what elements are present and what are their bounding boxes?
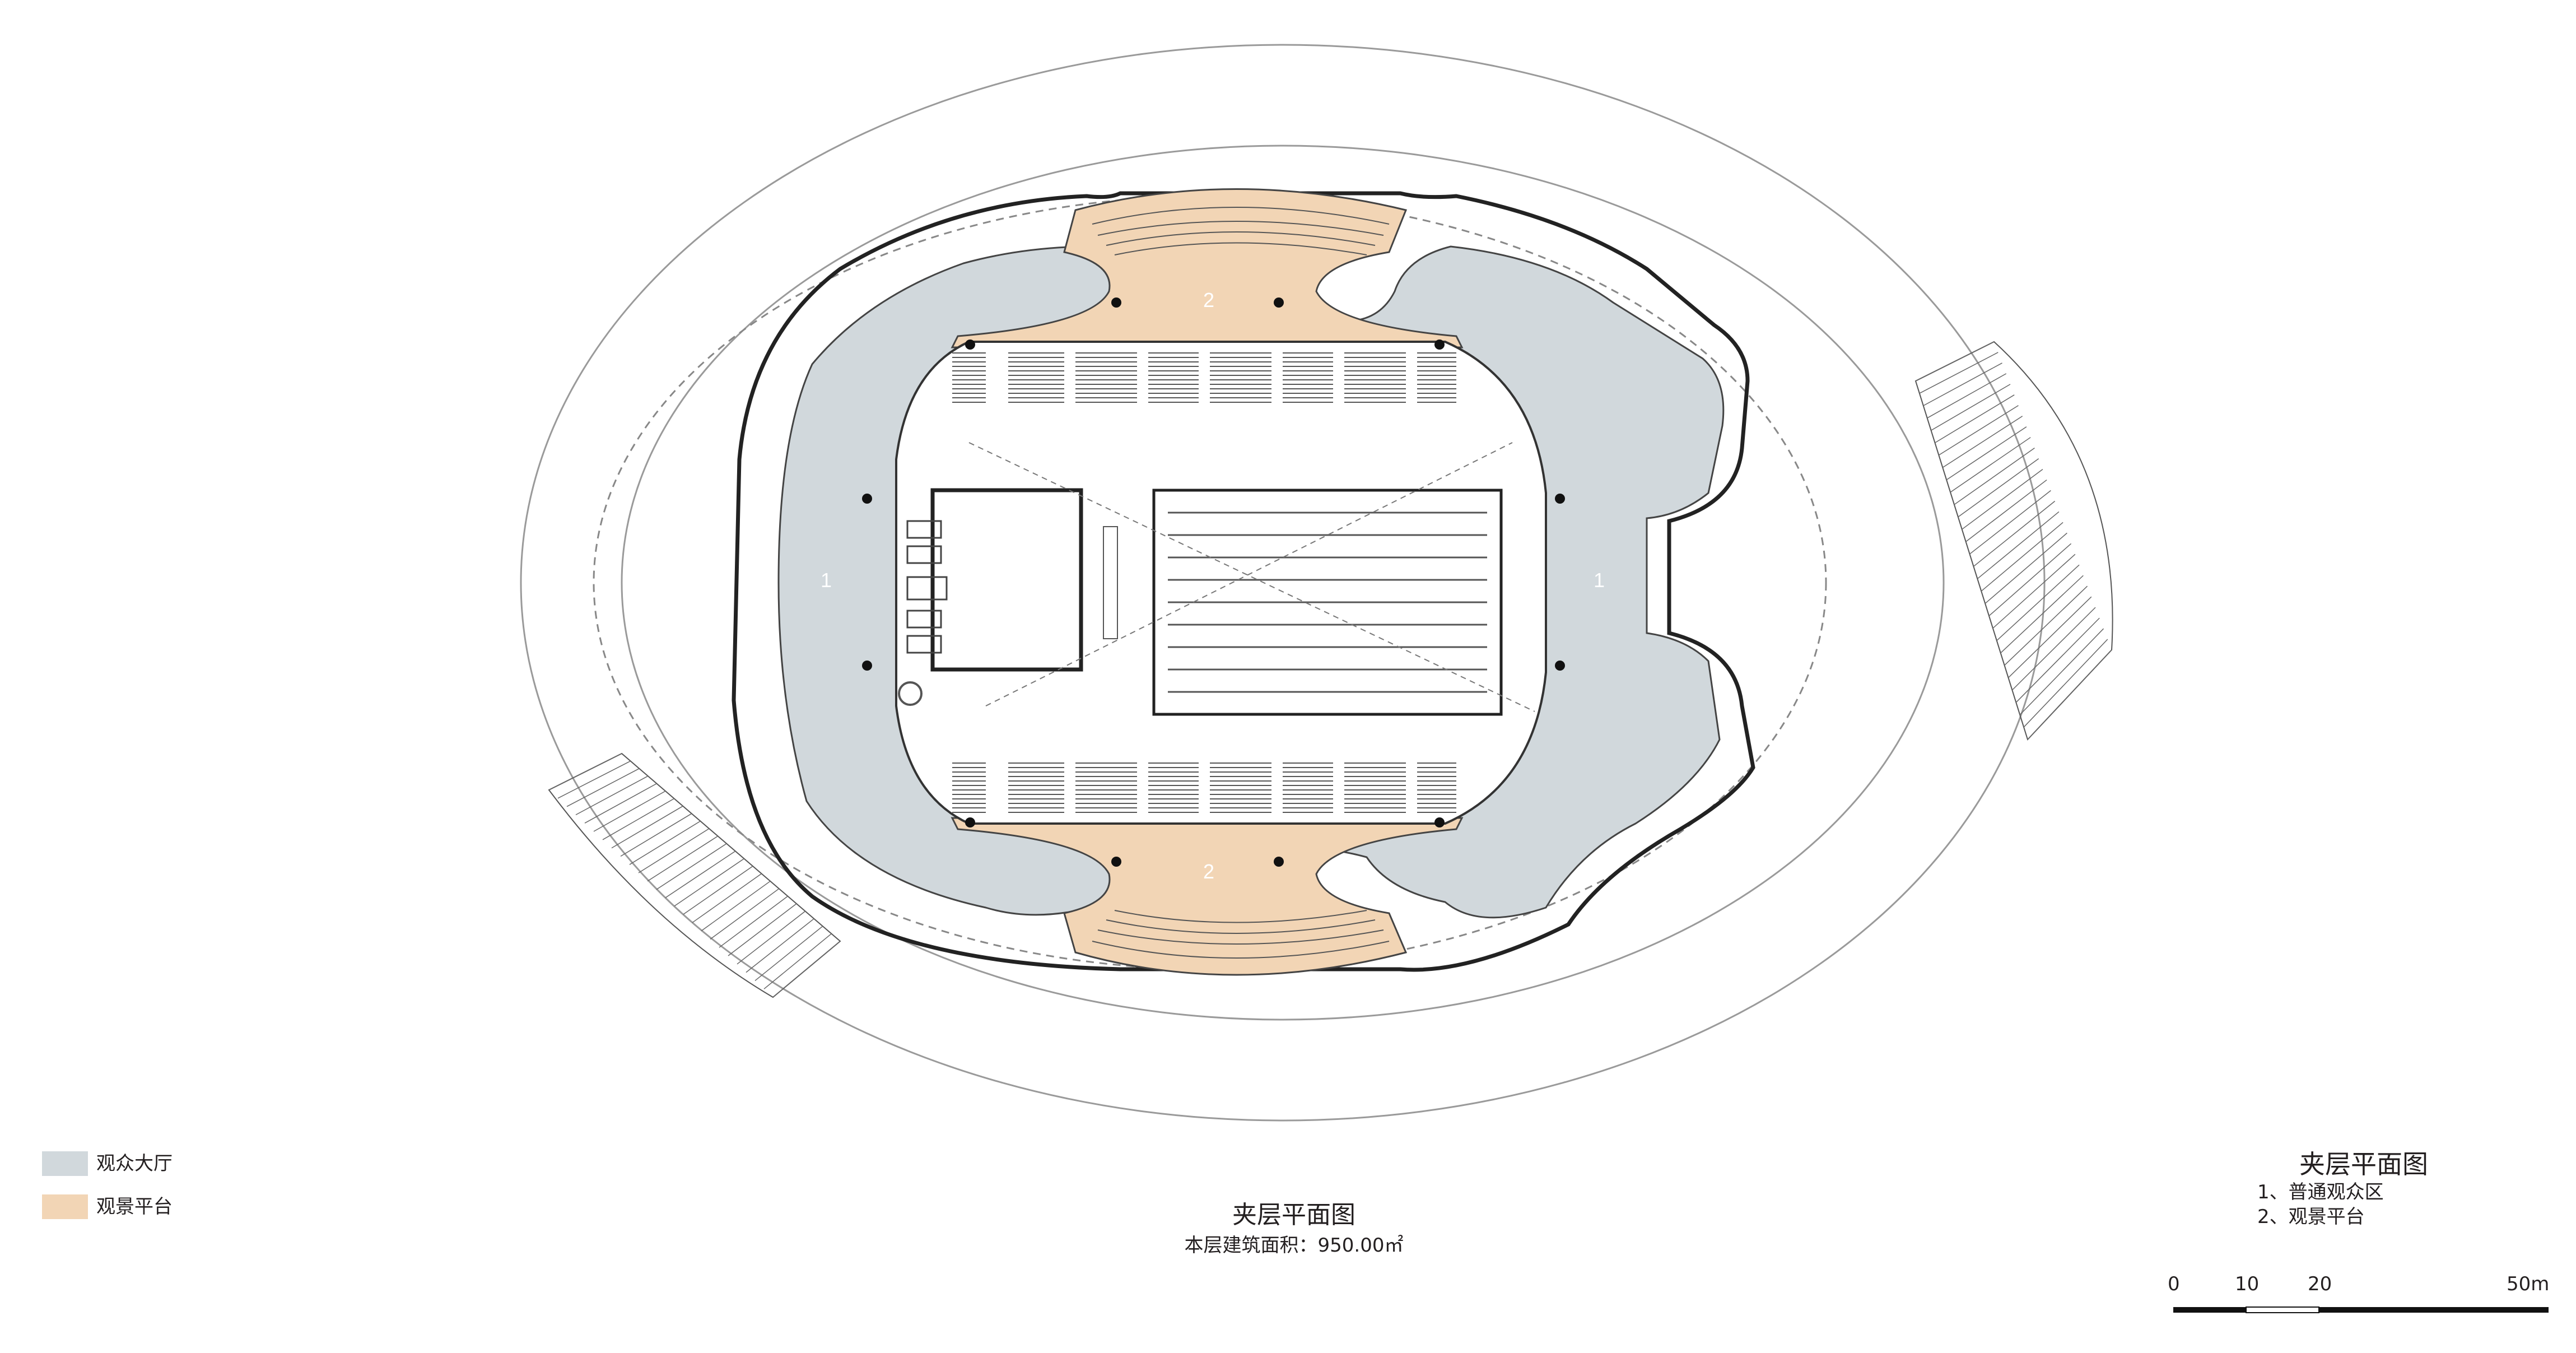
north-spectator-seating xyxy=(952,352,1456,403)
reference-lines xyxy=(968,442,1535,712)
notes-item-2: 2、观景平台 xyxy=(2257,1206,2365,1228)
south-platform-seating xyxy=(1092,910,1390,959)
notes-block: 夹层平面图 1、普通观众区 2、观景平台 xyxy=(2246,1149,2481,1229)
zone-label-platform-south: 2 xyxy=(1203,860,1214,883)
inner-site-boundary xyxy=(621,145,1945,1021)
zone-label-platform-north: 2 xyxy=(1203,289,1214,311)
notes-title: 夹层平面图 xyxy=(2299,1149,2428,1179)
legend-swatch-platform xyxy=(42,1194,88,1219)
legend-label-platform: 观景平台 xyxy=(96,1196,173,1218)
diving-pool xyxy=(930,488,1083,672)
floor-area: 本层建筑面积：950.00㎡ xyxy=(1184,1234,1404,1257)
structural-columns xyxy=(862,297,1565,867)
zone-label-hall-east: 1 xyxy=(1594,569,1605,592)
diving-platform xyxy=(906,520,948,654)
legend-swatch-hall xyxy=(42,1151,88,1176)
notes-item-1: 1、普通观众区 xyxy=(2257,1181,2384,1203)
scale-tick-20: 20 xyxy=(2308,1273,2332,1295)
zone-label-hall-west: 1 xyxy=(821,569,832,592)
building-outer-wall xyxy=(732,191,1755,972)
legend-label-hall: 观众大厅 xyxy=(96,1152,173,1175)
round-feature xyxy=(898,681,923,706)
drawing-title: 夹层平面图 xyxy=(1232,1201,1355,1229)
platform-zone-south xyxy=(951,817,1464,976)
scale-bar xyxy=(2173,1306,2549,1313)
scale-tick-0: 0 xyxy=(2168,1273,2180,1295)
scale-tick-10: 10 xyxy=(2235,1273,2260,1295)
scale-tick-50: 50m xyxy=(2507,1273,2550,1295)
north-platform-seating xyxy=(1092,207,1390,255)
pool-side-equipment xyxy=(1103,526,1118,639)
south-spectator-seating xyxy=(952,762,1456,813)
platform-zone-north xyxy=(951,188,1464,348)
east-stair xyxy=(1914,341,2113,741)
outer-site-boundary xyxy=(520,44,2046,1122)
pool-lanes xyxy=(1168,512,1487,693)
west-stair xyxy=(548,752,841,998)
